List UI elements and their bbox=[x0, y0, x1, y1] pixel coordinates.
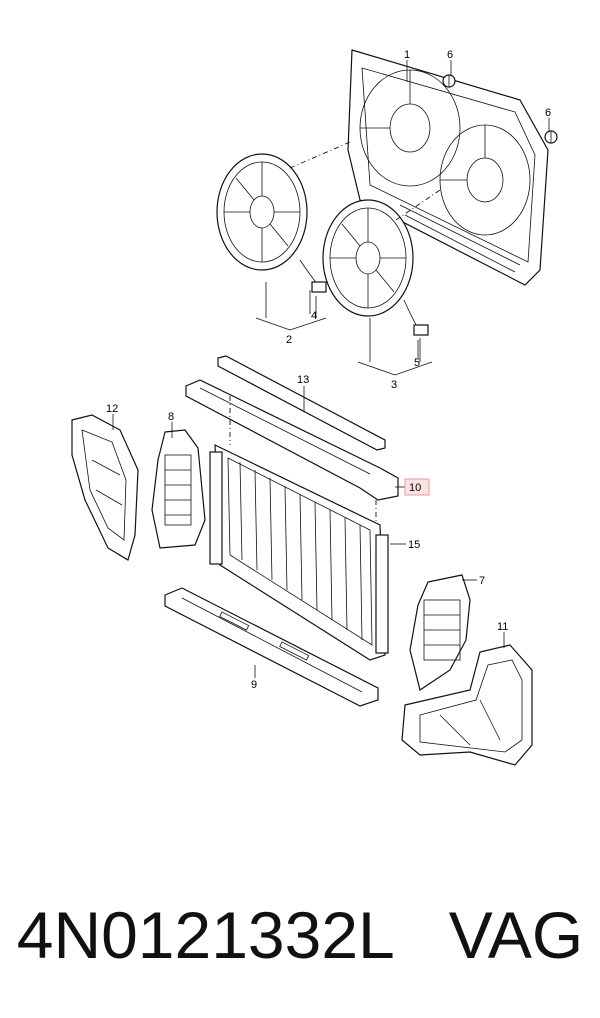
callout-1: 1 bbox=[404, 49, 410, 61]
upper-cross-member[interactable] bbox=[185, 355, 399, 501]
parts-exploded-diagram: 1 6 6 4 2 5 3 13 12 8 10 15 7 11 9 bbox=[71, 49, 558, 766]
fan-right[interactable] bbox=[322, 199, 429, 336]
screw-right[interactable] bbox=[544, 130, 558, 144]
callout-10-highlight bbox=[404, 478, 430, 496]
radiator[interactable] bbox=[209, 444, 389, 661]
bracket-right[interactable] bbox=[409, 574, 471, 691]
bracket-3 bbox=[357, 318, 433, 376]
brand-name: VAG bbox=[448, 898, 584, 972]
air-guide-right[interactable] bbox=[401, 644, 533, 766]
callout-2: 2 bbox=[286, 334, 292, 346]
callout-15: 15 bbox=[408, 539, 420, 551]
callout-3: 3 bbox=[391, 379, 397, 391]
fan-left[interactable] bbox=[216, 153, 327, 293]
bracket-left[interactable] bbox=[151, 429, 206, 549]
callout-11: 11 bbox=[497, 621, 508, 633]
callout-10: 10 bbox=[409, 482, 421, 494]
callout-13: 13 bbox=[297, 374, 309, 386]
lower-cross-member[interactable] bbox=[164, 587, 379, 707]
fan-shroud-frame[interactable] bbox=[347, 49, 549, 286]
callout-6-right: 6 bbox=[545, 107, 551, 119]
callout-12: 12 bbox=[106, 403, 118, 415]
callout-5: 5 bbox=[414, 357, 420, 369]
callout-7: 7 bbox=[479, 575, 485, 587]
part-caption: 4N0121332L VAG bbox=[0, 890, 600, 980]
callout-9: 9 bbox=[251, 679, 257, 691]
screw-upper[interactable] bbox=[442, 74, 456, 88]
callout-4: 4 bbox=[311, 310, 317, 322]
callout-8: 8 bbox=[168, 411, 174, 423]
air-guide-left[interactable] bbox=[71, 414, 139, 561]
part-number: 4N0121332L bbox=[16, 898, 395, 972]
callout-6-upper: 6 bbox=[447, 49, 453, 61]
bracket-2 bbox=[255, 282, 327, 331]
